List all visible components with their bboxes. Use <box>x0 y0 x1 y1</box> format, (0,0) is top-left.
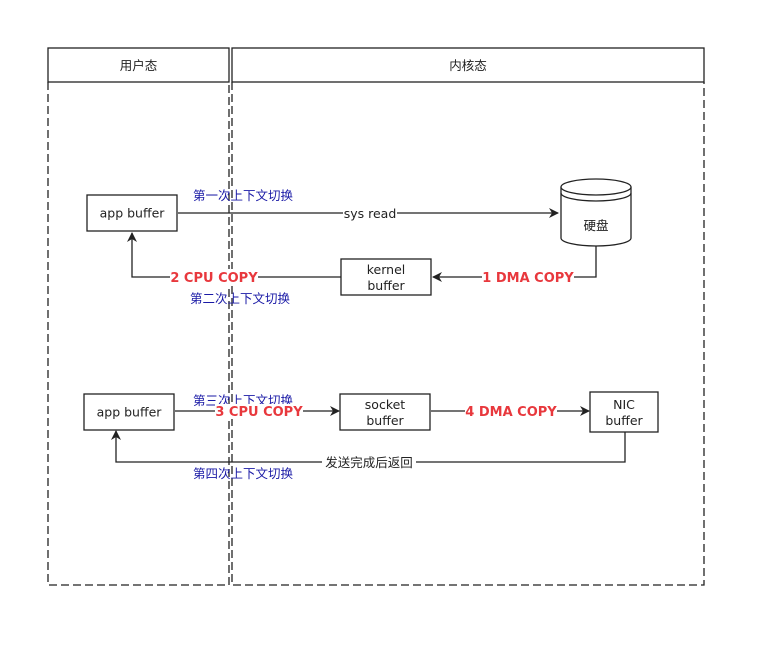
app-buffer-top: app buffer <box>86 194 178 232</box>
lane-kernel-title: 内核态 <box>449 58 487 73</box>
socket-buffer: socket buffer <box>339 393 431 431</box>
cpu-copy-2-arrow <box>127 232 341 278</box>
switch1-label: 第一次上下文切换 <box>193 188 294 203</box>
lane-kernel: 内核态 <box>231 47 705 586</box>
cpu-copy-2-label: 2 CPU COPY <box>170 271 258 286</box>
switch4-label: 第四次上下文切换 <box>193 466 294 481</box>
nic-buffer-label-1: NIC <box>613 397 635 412</box>
nic-buffer-label-2: buffer <box>605 413 643 428</box>
kernel-buffer-label-2: buffer <box>367 278 405 293</box>
kernel-buffer: kernel buffer <box>340 258 432 296</box>
app-buffer-bottom: app buffer <box>83 393 175 431</box>
send-return-label: 发送完成后返回 <box>325 455 413 470</box>
sys-read-label: sys read <box>344 206 397 221</box>
cpu-copy-3-label: 3 CPU COPY <box>215 405 303 420</box>
disk-cylinder: 硬盘 <box>560 178 632 247</box>
dma-copy-1-label: 1 DMA COPY <box>482 271 574 286</box>
app-buffer-bottom-label: app buffer <box>97 405 163 420</box>
socket-buffer-label-2: buffer <box>366 413 404 428</box>
lane-user-title: 用户态 <box>120 58 158 73</box>
dma-copy-4-label: 4 DMA COPY <box>465 405 557 420</box>
disk-label: 硬盘 <box>583 218 608 233</box>
kernel-buffer-label-1: kernel <box>367 262 406 277</box>
lane-user: 用户态 <box>47 47 230 586</box>
app-buffer-top-label: app buffer <box>100 206 166 221</box>
socket-buffer-label-1: socket <box>365 397 406 412</box>
nic-buffer: NIC buffer <box>589 391 659 433</box>
switch2-label: 第二次上下文切换 <box>190 291 291 306</box>
